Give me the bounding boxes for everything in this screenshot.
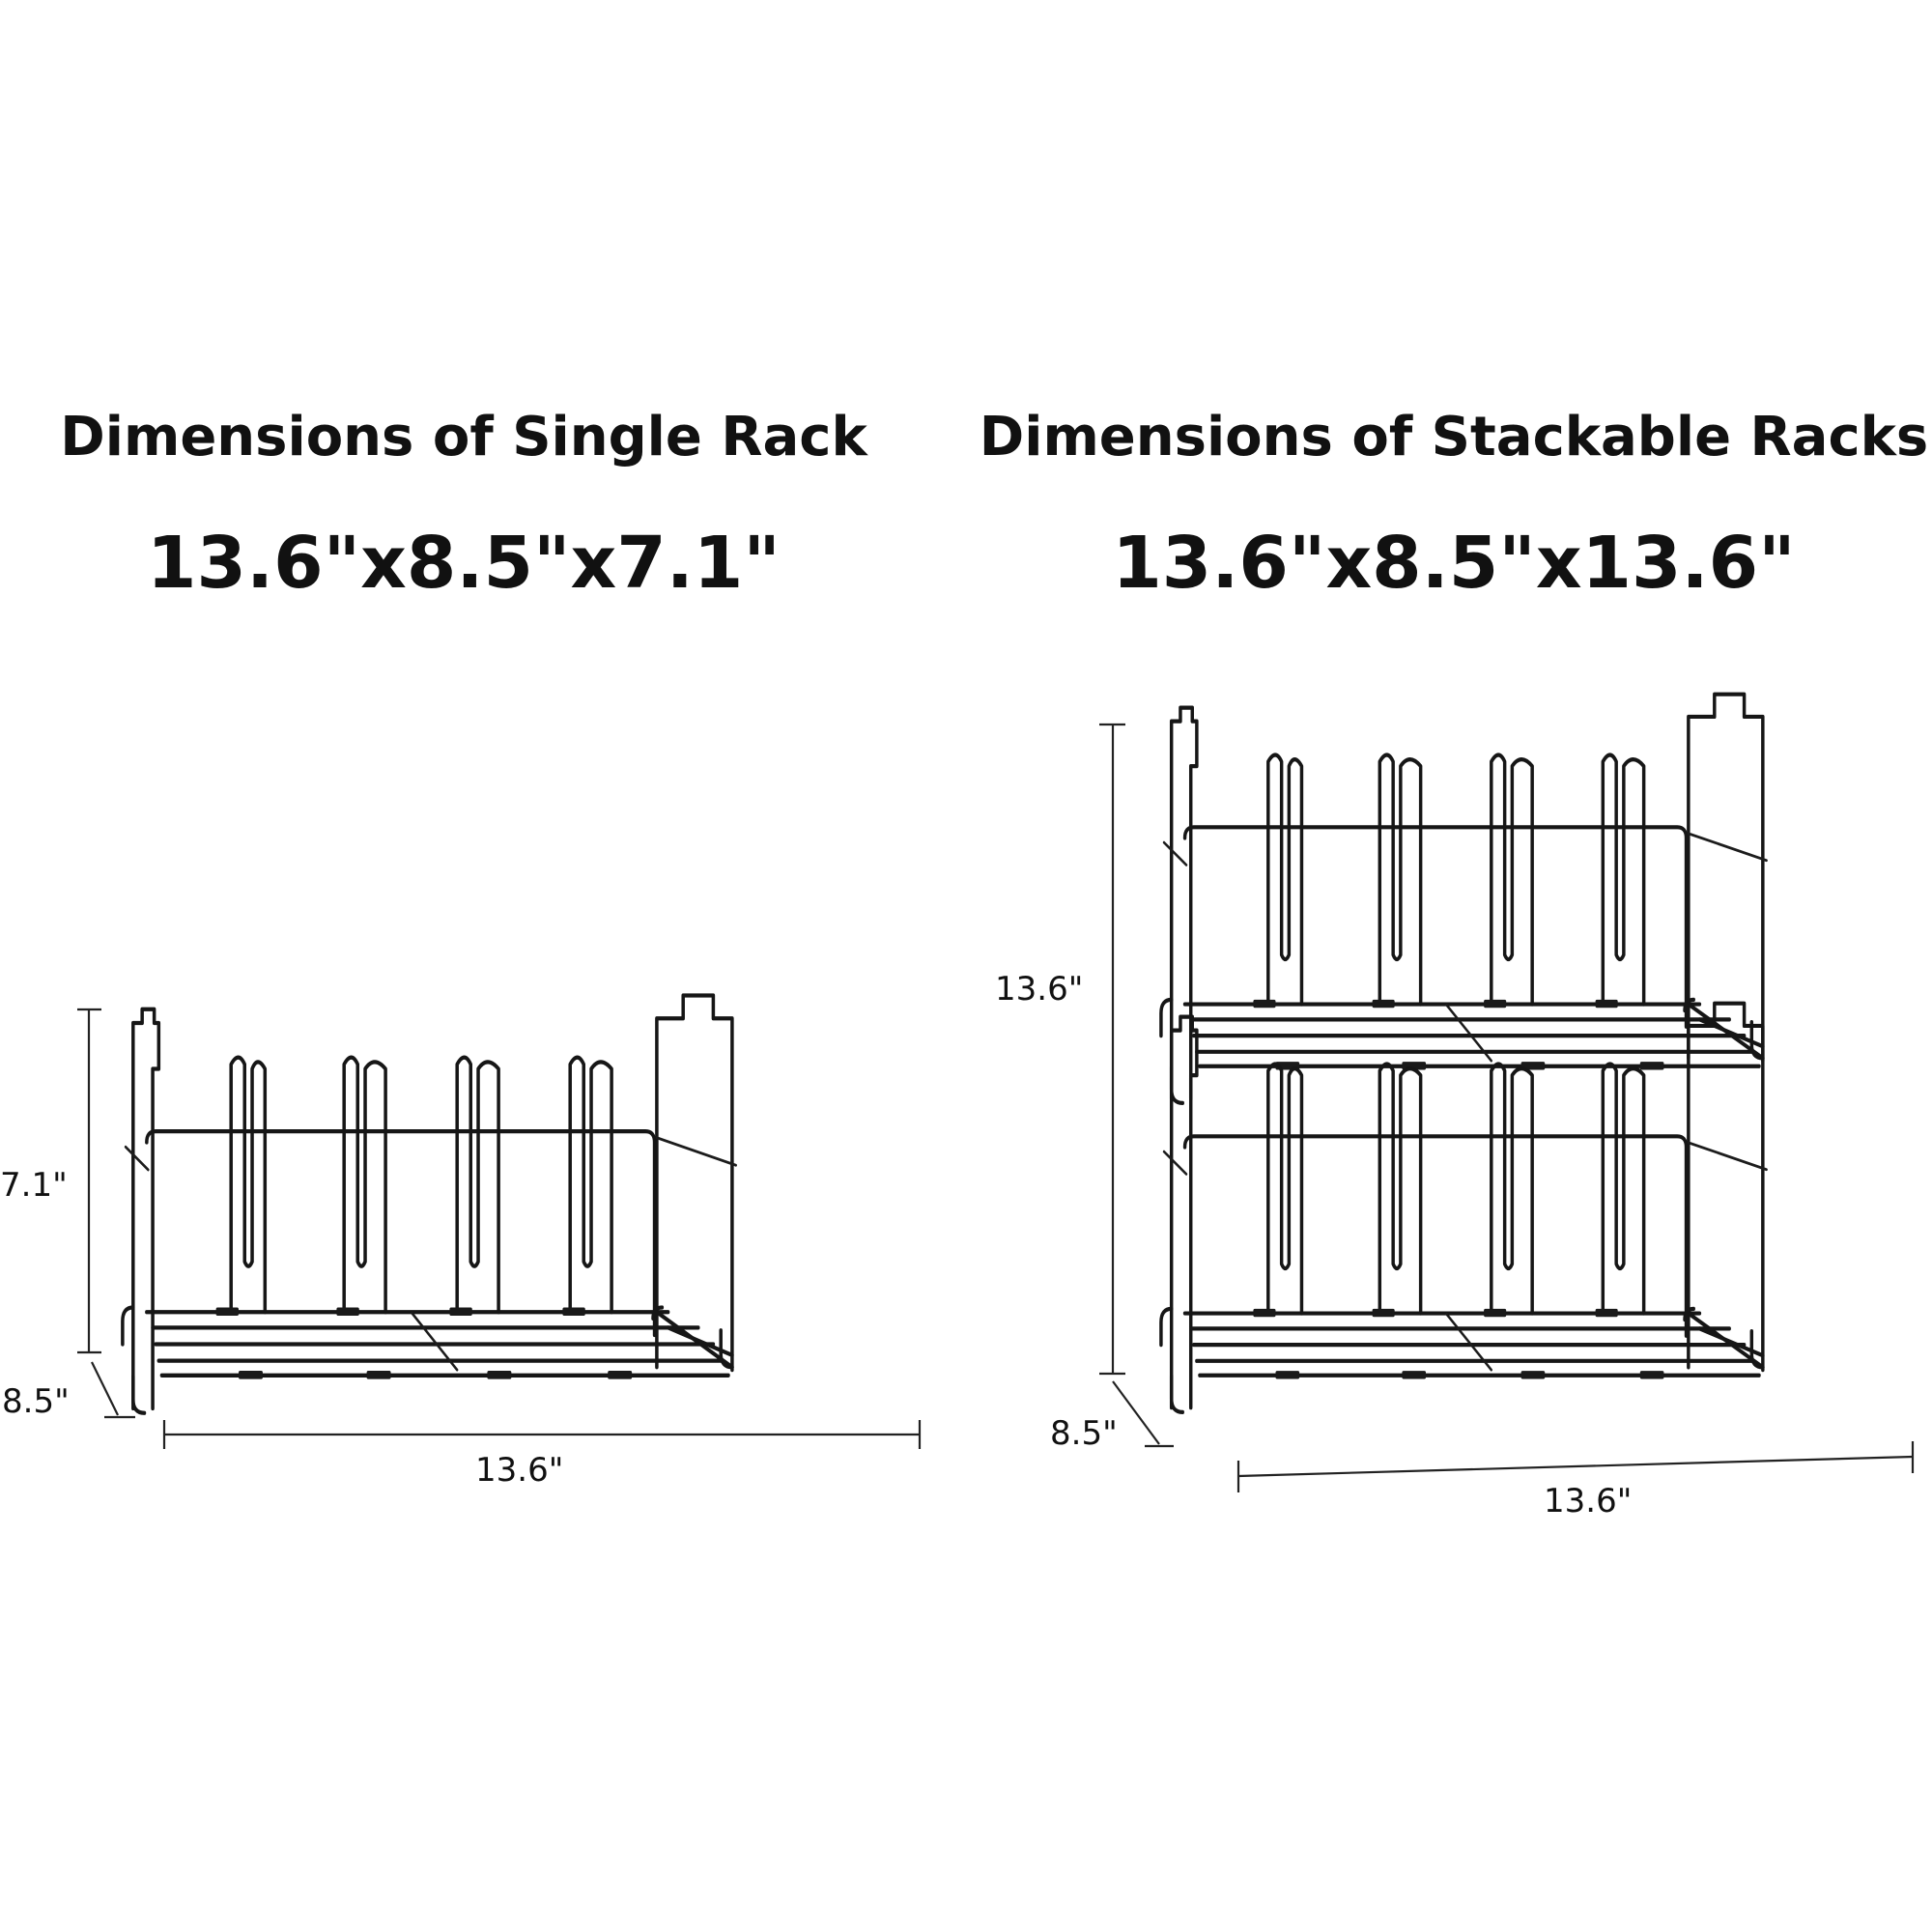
single-rack-title: Dimensions of Single Rack — [60, 406, 867, 469]
single-rack-height-label: 7.1" — [0, 1166, 68, 1205]
stackable-racks-title: Dimensions of Stackable Racks — [979, 406, 1929, 469]
stackable-racks-height-label: 13.6" — [995, 970, 1083, 1009]
stackable-racks-depth-label: 8.5" — [1050, 1414, 1118, 1453]
stackable-racks-width-label: 13.6" — [1544, 1482, 1632, 1520]
single-rack-width-label: 13.6" — [475, 1451, 563, 1490]
stackable-racks-dimensions: 13.6"x8.5"x13.6" — [1112, 522, 1796, 605]
single-rack-dimension-lines — [77, 1008, 922, 1449]
single-rack-drawing — [123, 996, 736, 1413]
single-rack-dimensions: 13.6"x8.5"x7.1" — [147, 522, 781, 605]
single-rack-depth-label: 8.5" — [2, 1382, 70, 1421]
stackable-racks-drawing — [1161, 695, 1767, 1412]
stackable-racks-dimension-lines — [1099, 723, 1915, 1492]
